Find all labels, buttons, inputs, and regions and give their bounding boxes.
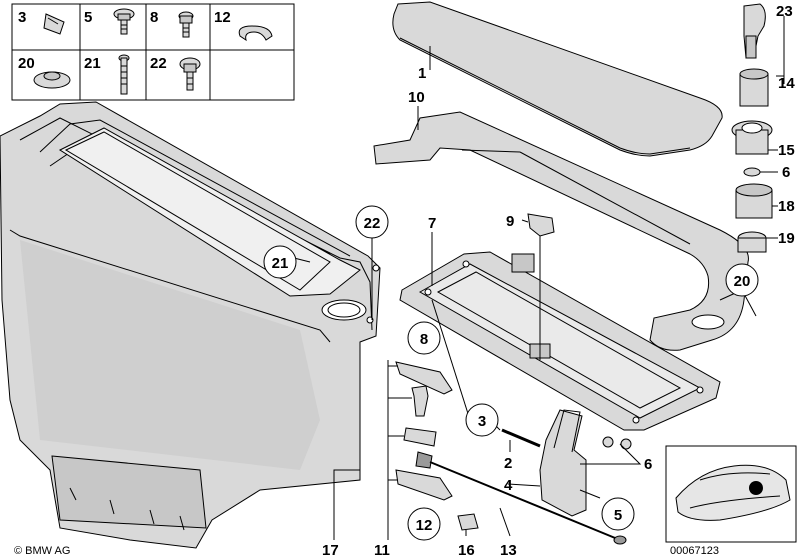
screw-icon [178, 11, 194, 38]
washer [743, 167, 761, 177]
legend-label-20: 20 [18, 55, 35, 72]
latch-pin [411, 385, 429, 417]
spring-pair [602, 436, 632, 450]
lock-cylinder-key [743, 3, 766, 59]
callout-18: 18 [778, 198, 795, 215]
callout-15: 15 [778, 142, 795, 159]
circled-callout-22: 22 [355, 205, 389, 239]
svg-text:22: 22 [364, 215, 381, 232]
lock-sleeve [735, 183, 773, 219]
lock-housing [739, 68, 769, 107]
legend-label-8: 8 [150, 9, 158, 26]
svg-text:5: 5 [614, 507, 622, 524]
circled-callout-12: 12 [407, 507, 441, 541]
location-marker [749, 481, 763, 495]
legend-label-12: 12 [214, 9, 231, 26]
long-screw-icon [118, 54, 130, 95]
cable-end [415, 451, 433, 469]
svg-text:3: 3 [478, 413, 486, 430]
lock-cap [737, 231, 767, 253]
lid-part [392, 1, 723, 157]
callout-1: 1 [418, 65, 426, 82]
callout-16: 16 [458, 542, 475, 559]
clip-part [457, 513, 479, 531]
callout-17: 17 [322, 542, 339, 559]
cable-part [429, 461, 621, 541]
callout-2: 2 [504, 455, 512, 472]
callout-14: 14 [778, 75, 795, 92]
svg-text:20: 20 [734, 273, 751, 290]
bracket-part [527, 213, 555, 237]
spring-part [403, 427, 437, 447]
copyright-text: © BMW AG [14, 545, 70, 557]
spring-clip-icon [238, 25, 273, 42]
svg-text:12: 12 [416, 517, 433, 534]
callout-6-top: 6 [782, 164, 790, 181]
callout-19: 19 [778, 230, 795, 247]
callout-23: 23 [776, 3, 793, 20]
svg-text:8: 8 [420, 331, 428, 348]
screw-icon [179, 57, 201, 91]
latch-part [395, 361, 453, 395]
hinge-part [539, 409, 587, 517]
circled-callout-5: 5 [601, 497, 635, 531]
tray-part [399, 251, 721, 431]
clip-icon [43, 13, 65, 35]
legend-label-3: 3 [18, 9, 26, 26]
callout-4: 4 [504, 477, 513, 494]
latch-lower-part [395, 469, 453, 501]
circled-callout-20: 20 [725, 263, 759, 297]
vehicle-location-inset [665, 445, 797, 543]
legend-label-22: 22 [150, 55, 167, 72]
callout-6-bottom: 6 [644, 456, 652, 473]
circled-callout-3: 3 [465, 403, 499, 437]
callout-11: 11 [374, 542, 390, 559]
console-body-part [0, 101, 381, 549]
circled-callout-8: 8 [407, 321, 441, 355]
svg-text:21: 21 [272, 255, 289, 272]
legend-label-5: 5 [84, 9, 92, 26]
legend-label-21: 21 [84, 55, 101, 72]
diagram-code: 00067123 [670, 545, 719, 557]
callout-13: 13 [500, 542, 517, 559]
legend-table: 3 5 8 12 20 21 22 [11, 3, 295, 101]
lock-bezel [731, 120, 773, 155]
callout-10: 10 [408, 89, 425, 106]
circled-callout-21: 21 [263, 245, 297, 279]
callout-7: 7 [428, 215, 436, 232]
callout-9: 9 [506, 213, 514, 230]
grommet-icon [33, 71, 71, 89]
pin-part [501, 428, 541, 448]
screw-icon [113, 8, 135, 35]
